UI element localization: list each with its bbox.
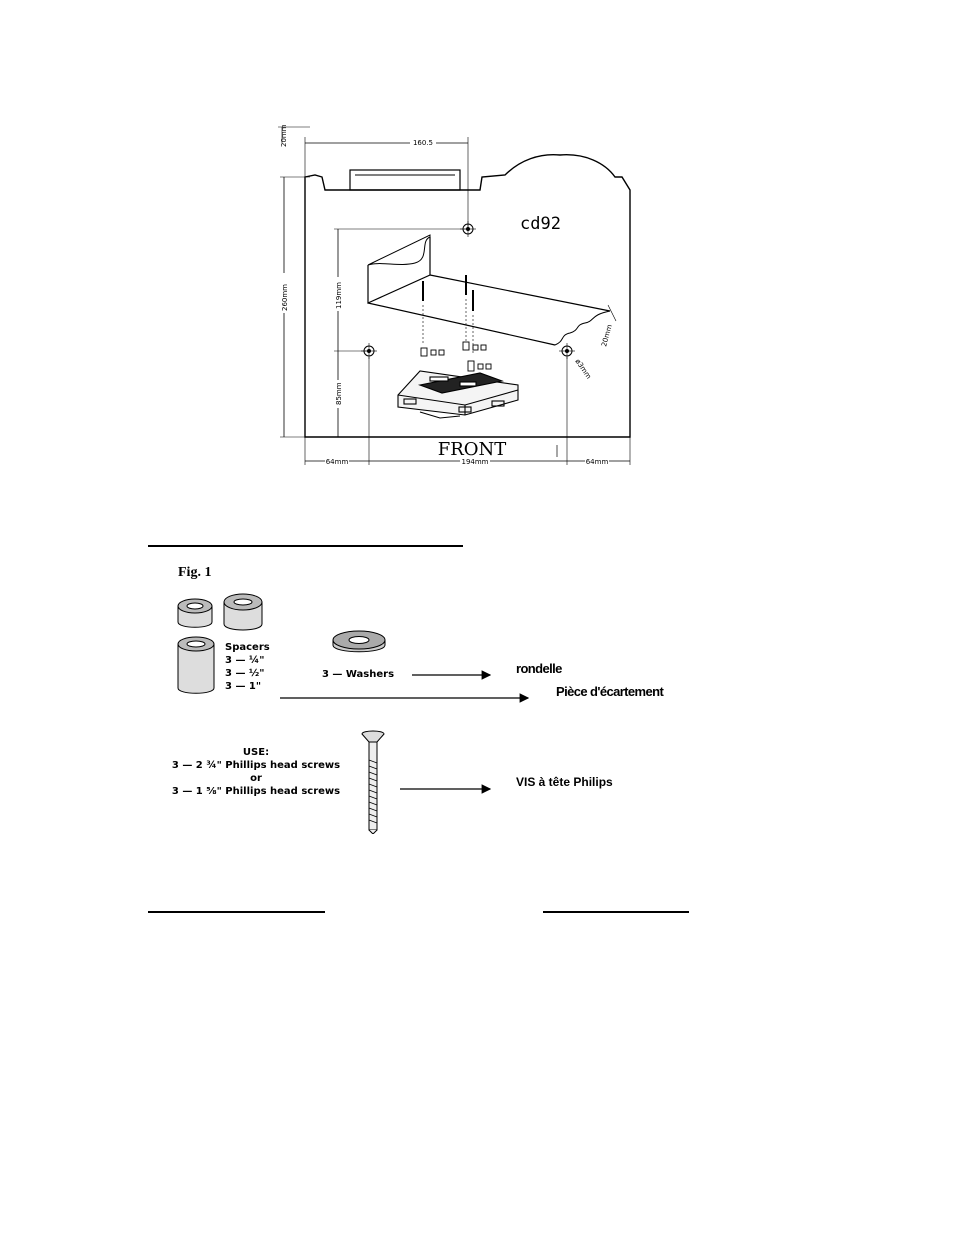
divider-rule-1 <box>148 545 463 547</box>
divider-rule-2 <box>148 911 325 913</box>
dim-hole-diameter: ø3mm <box>573 358 592 381</box>
dim-top-offset: 20mm <box>280 124 288 147</box>
spacer-line-1: 3 — ¼" <box>225 655 265 666</box>
spacers-caption: Spacers 3 — ¼" 3 — ½" 3 — 1" <box>225 641 281 693</box>
mount-hole-top-icon <box>460 221 476 237</box>
screws-or-label: or <box>250 773 262 784</box>
divider-rule-3 <box>543 911 689 913</box>
figure-label: Fig. 1 <box>178 565 212 580</box>
spacers-title: Spacers <box>225 642 270 653</box>
top-slot <box>349 169 461 191</box>
washer-french-label: rondelle <box>516 661 562 676</box>
spacer-line-3: 3 — 1" <box>225 681 262 692</box>
dim-center-width: 194mm <box>462 458 489 466</box>
washer-illustration <box>332 630 386 653</box>
screws-use-label: USE: <box>242 747 270 758</box>
dim-shelf-depth: 20mm <box>600 323 614 347</box>
dim-upper-height: 119mm <box>335 282 343 309</box>
spacer-line-2: 3 — ½" <box>225 668 265 679</box>
mount-hole-right-icon <box>559 343 575 359</box>
spacer-stack <box>420 341 492 372</box>
washers-caption: 3 — Washers <box>321 669 395 680</box>
dim-right-margin: 64mm <box>586 458 609 466</box>
front-label: FRONT <box>438 439 507 460</box>
spacer-french-label: Pièce d'écartement <box>556 684 664 699</box>
screw-french-label: VIS à tête Philips <box>516 775 613 789</box>
arrows-layer <box>280 670 530 794</box>
component-bracket <box>397 370 519 419</box>
dim-lower-height: 85mm <box>335 382 343 405</box>
screw-illustration <box>361 730 385 834</box>
model-label: cd92 <box>520 214 561 234</box>
dim-top-width: 160.5 <box>413 139 433 147</box>
shelf-illustration <box>367 234 617 355</box>
dim-total-height: 260mm <box>281 284 289 311</box>
mounting-diagram: 160.5 20mm 260mm 119mm 85mm ø3mm cd92 <box>278 124 631 466</box>
screws-line-2: 3 — 1 ⅝" Phillips head screws <box>171 786 341 797</box>
dim-left-margin: 64mm <box>326 458 349 466</box>
cabinet-outline <box>304 153 631 438</box>
mount-hole-left-icon <box>361 343 377 359</box>
screws-line-1: 3 — 2 ¾" Phillips head screws <box>171 760 341 771</box>
screws-caption: USE: 3 — 2 ¾" Phillips head screws or 3 … <box>170 746 342 798</box>
spacers-illustration <box>177 593 263 694</box>
